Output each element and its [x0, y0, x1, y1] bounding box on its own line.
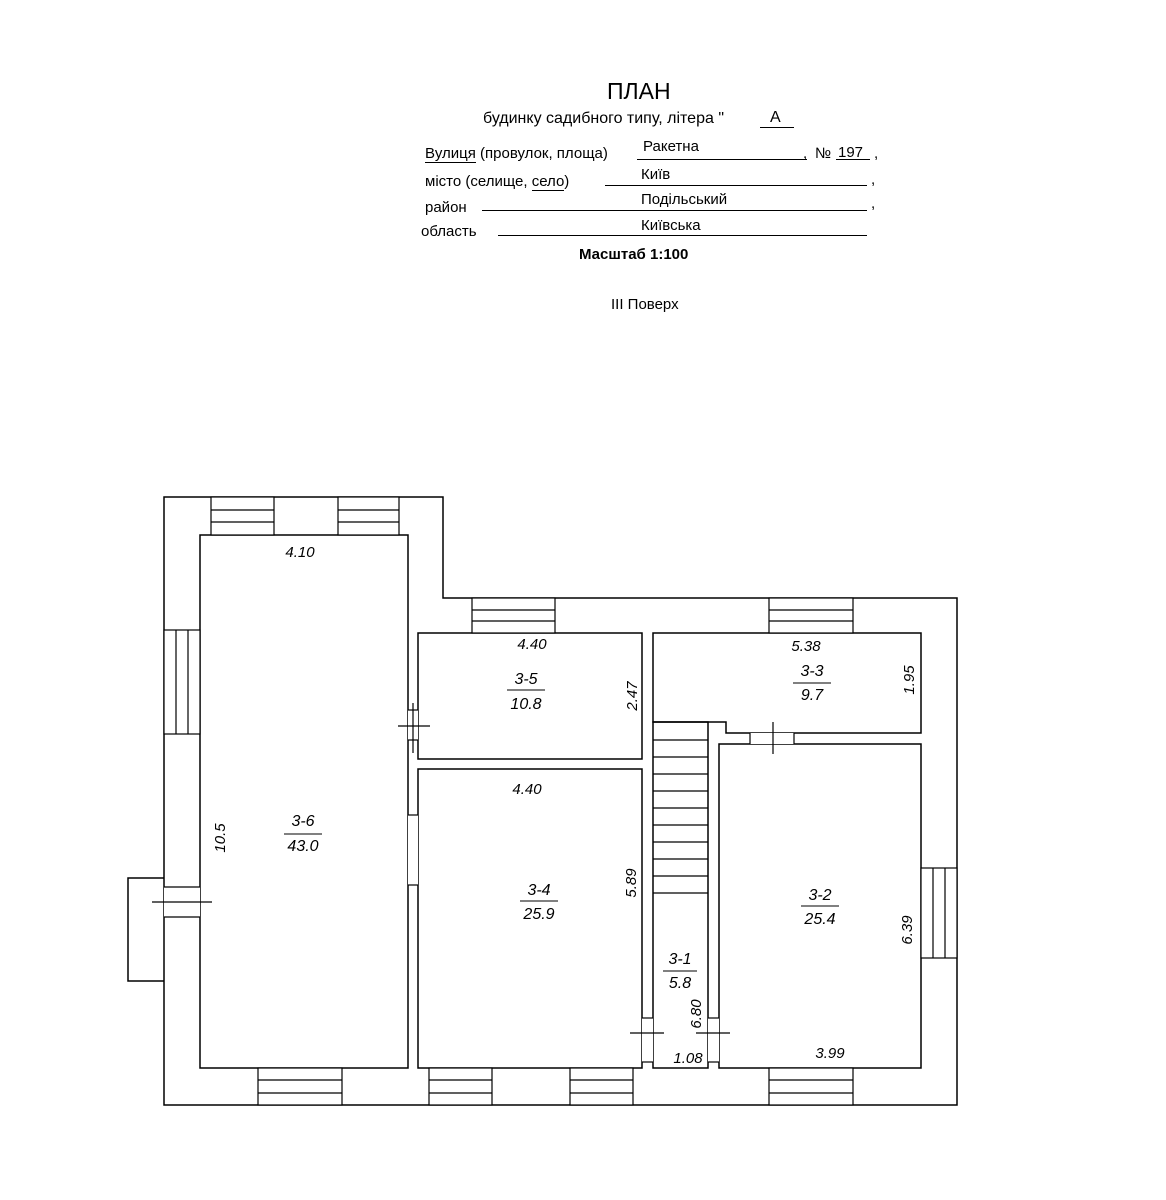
- door-3-1-left: [630, 1017, 664, 1063]
- room-3-4-id: 3-4: [527, 882, 550, 899]
- region-underline: [498, 235, 867, 236]
- litera-underline: [760, 127, 794, 128]
- street-label-rest: (провулок, площа): [480, 145, 608, 162]
- room-3-4-area: 25.9: [522, 906, 554, 923]
- district-comma: ,: [871, 195, 876, 212]
- city-comma: ,: [871, 171, 876, 188]
- dim-3-6-width: 4.10: [285, 544, 315, 561]
- number-comma: ,: [874, 145, 879, 162]
- door-entrance: [152, 886, 212, 918]
- street-label: Вулиця (провулок, площа): [425, 145, 608, 163]
- door-3-2: [749, 722, 795, 754]
- district-value: Подільський: [641, 191, 728, 208]
- room-3-2-area: 25.4: [803, 911, 835, 928]
- room-3-2-id: 3-2: [808, 887, 831, 904]
- window-bottom-4: [768, 1067, 854, 1106]
- room-3-6-id: 3-6: [291, 813, 314, 830]
- dim-3-6-length: 10.5: [212, 823, 229, 853]
- city-value: Київ: [641, 166, 671, 183]
- room-3-4-outline: [417, 768, 643, 1069]
- district-label: район: [425, 199, 467, 216]
- district-underline: [482, 210, 867, 211]
- city-label-part3: ): [564, 173, 570, 190]
- number-value: 197: [838, 144, 864, 161]
- subtitle-text: будинку садибного типу, літера ": [483, 110, 724, 127]
- street-underline: [637, 159, 807, 160]
- window-top-left-2: [337, 496, 400, 536]
- door-3-4: [408, 814, 418, 886]
- region-label: область: [421, 223, 477, 240]
- region-value: Київська: [641, 217, 701, 234]
- room-3-5-area: 10.8: [510, 696, 541, 713]
- window-bottom-1: [257, 1067, 343, 1106]
- scale-label: Масштаб 1:100: [579, 246, 689, 263]
- dim-3-4-height: 5.89: [623, 868, 640, 898]
- dim-3-3-height: 1.95: [901, 665, 918, 695]
- room-3-3-area: 9.7: [801, 687, 824, 704]
- window-top-right: [768, 597, 854, 634]
- dim-3-5-height: 2.47: [624, 681, 641, 712]
- dim-3-2-height: 6.39: [899, 915, 916, 945]
- room-3-1-area: 5.8: [669, 975, 691, 992]
- dim-3-1-height: 6.80: [688, 999, 705, 1029]
- street-label-word: Вулиця: [425, 145, 476, 163]
- floor-label: ІІІ Поверх: [611, 296, 679, 313]
- window-top-left-1: [210, 496, 275, 536]
- street-value: Ракетна: [643, 138, 699, 155]
- number-underline: [836, 159, 870, 160]
- city-label: місто (селище, село): [425, 173, 570, 191]
- window-bottom-3: [569, 1067, 634, 1106]
- room-3-1-id: 3-1: [668, 951, 691, 968]
- room-3-6-area: 43.0: [287, 838, 318, 855]
- window-left-wall: [163, 629, 201, 735]
- litera-value: А: [770, 109, 781, 126]
- city-label-part2: село: [531, 173, 565, 191]
- room-3-3-id: 3-3: [800, 663, 823, 680]
- room-3-1-outline: [652, 721, 709, 1069]
- number-label: №: [815, 145, 832, 162]
- room-3-6-outline: [199, 534, 409, 1069]
- staircase: [653, 739, 708, 894]
- room-3-3-outline: [652, 632, 922, 734]
- dim-3-1-width: 1.08: [673, 1050, 703, 1067]
- window-bottom-2: [428, 1067, 493, 1106]
- dim-3-2-width: 3.99: [815, 1045, 845, 1062]
- window-top-mid: [471, 597, 556, 634]
- dim-3-3-width: 5.38: [791, 638, 821, 655]
- door-3-5: [398, 703, 430, 753]
- city-label-part1: місто (селище,: [425, 173, 528, 190]
- outer-wall: [163, 496, 958, 1106]
- street-comma: ,: [803, 145, 808, 162]
- city-underline: [605, 185, 867, 186]
- window-right-wall: [920, 867, 958, 959]
- room-3-5-id: 3-5: [514, 671, 537, 688]
- dim-3-5-width: 4.40: [517, 636, 547, 653]
- door-3-1-right: [696, 1017, 730, 1063]
- dim-3-4-width: 4.40: [512, 781, 542, 798]
- page-title: ПЛАН: [607, 78, 671, 104]
- porch: [127, 877, 164, 982]
